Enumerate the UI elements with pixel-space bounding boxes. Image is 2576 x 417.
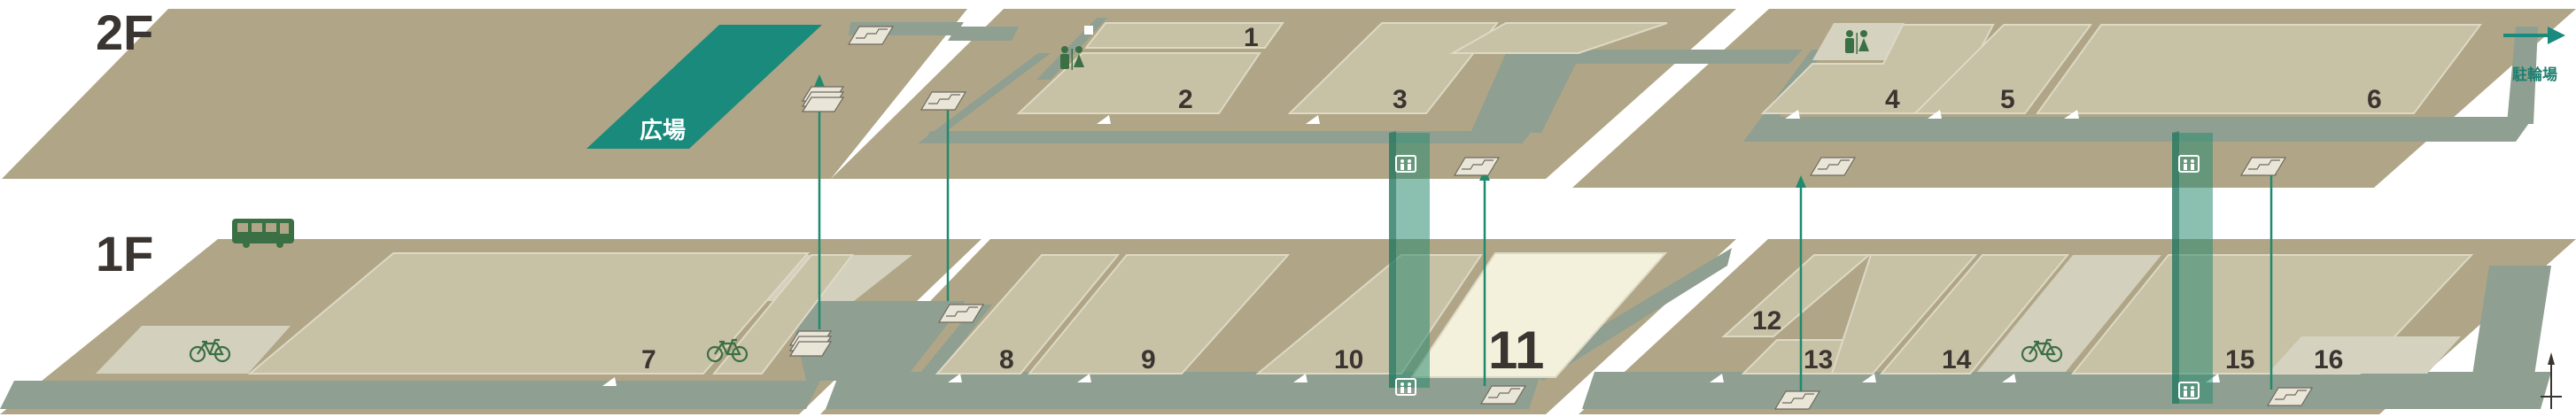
shop-8[interactable] — [935, 254, 1121, 375]
unit-label-4: 4 — [1885, 85, 1900, 114]
door-2f-shop-4 — [1785, 110, 1800, 119]
shop-3b[interactable] — [1449, 22, 1668, 54]
door-1f-6 — [1862, 374, 1876, 382]
corridor-2f-center-side — [918, 53, 1051, 143]
door-2f-shop-3 — [1306, 115, 1320, 124]
plaza-label: 広場 — [640, 117, 686, 144]
escalator-icon[interactable] — [789, 330, 832, 357]
unit-label-1: 1 — [1244, 23, 1259, 52]
floor-label-2f: 2F — [96, 4, 153, 60]
stair-connector-4 — [1796, 175, 1806, 395]
unit-label-9: 9 — [1141, 345, 1156, 375]
escalator-icon[interactable] — [802, 86, 844, 112]
unit-label-6: 6 — [2367, 85, 2382, 114]
door-1f-7 — [2002, 374, 2016, 382]
shop-9[interactable] — [1027, 254, 1291, 375]
restroom-area-2f-east — [1812, 23, 1905, 60]
unit-label-5: 5 — [2000, 85, 2015, 114]
north-arrow-icon — [2541, 352, 2562, 409]
door-2f-shop-5 — [1928, 110, 1942, 119]
unit-label-16: 16 — [2314, 345, 2343, 375]
corridor-2f-center-bottom — [923, 131, 1532, 143]
shop-12[interactable] — [1721, 254, 1872, 337]
arrow-right-icon[interactable] — [2503, 27, 2565, 44]
corridor-2f-east-right — [2507, 27, 2538, 124]
shop-1[interactable] — [1083, 22, 1284, 49]
unit-label-2: 2 — [1178, 85, 1193, 114]
corridor-2f-east-ring — [1743, 117, 2533, 142]
stair-connector-1 — [814, 74, 825, 329]
elevator-shaft-east[interactable] — [2172, 131, 2213, 404]
corridor-2f-bridge-2 — [1571, 50, 1803, 64]
plaza[interactable] — [586, 25, 822, 149]
shop-2[interactable] — [1016, 52, 1261, 114]
shop-4[interactable] — [1760, 24, 1995, 114]
shop-6[interactable] — [2036, 24, 2482, 114]
shop-3[interactable] — [1287, 22, 1500, 114]
unit-label-13: 13 — [1804, 345, 1833, 375]
door-2f-shop-2 — [1097, 115, 1111, 124]
shop-13b[interactable] — [1830, 254, 1978, 375]
corridor-1f-center — [826, 372, 1541, 409]
corridor-1f-east — [1582, 372, 2551, 409]
bus-icon — [232, 219, 294, 248]
unit-label-8: 8 — [999, 345, 1014, 375]
restroom-sign — [1084, 26, 1093, 35]
unit-label-7: 7 — [641, 345, 656, 375]
bike-parking-label[interactable]: 駐輪場 — [2512, 66, 2557, 84]
unit-label-11: 11 — [1488, 320, 1544, 380]
door-1f-4 — [1293, 374, 1307, 382]
door-1f-3 — [1077, 374, 1091, 382]
corridor-1f-east-right — [2471, 266, 2551, 381]
shop-7[interactable] — [247, 252, 811, 375]
unit-label-15: 15 — [2225, 345, 2254, 375]
bicycle-parking-area-3 — [1977, 255, 2161, 372]
unit-label-10: 10 — [1334, 345, 1363, 375]
unit-label-12: 12 — [1752, 306, 1781, 336]
door-1f-1 — [602, 377, 617, 386]
door-1f-2 — [948, 374, 962, 382]
unit-label-3: 3 — [1393, 85, 1408, 114]
shop-11[interactable] — [1410, 252, 1668, 378]
shop-5[interactable] — [1913, 24, 2092, 114]
door-2f-shop-6 — [2064, 110, 2079, 119]
corridor-1f-west — [0, 381, 820, 409]
corridor-2f-bridge-1 — [948, 27, 1019, 41]
elevator-shaft-west[interactable] — [1389, 131, 1430, 396]
unit-label-14: 14 — [1942, 345, 1972, 375]
shop-7b[interactable] — [711, 254, 855, 375]
shop-16[interactable] — [2268, 336, 2461, 374]
floor-label-1f: 1F — [96, 226, 153, 282]
corridor-1f-west-right — [788, 301, 966, 381]
door-1f-5 — [1710, 374, 1724, 382]
corridor-2f-center-right — [1470, 53, 1581, 133]
corridor-1f-center-left — [921, 305, 992, 372]
shop-14[interactable] — [1879, 254, 2070, 375]
